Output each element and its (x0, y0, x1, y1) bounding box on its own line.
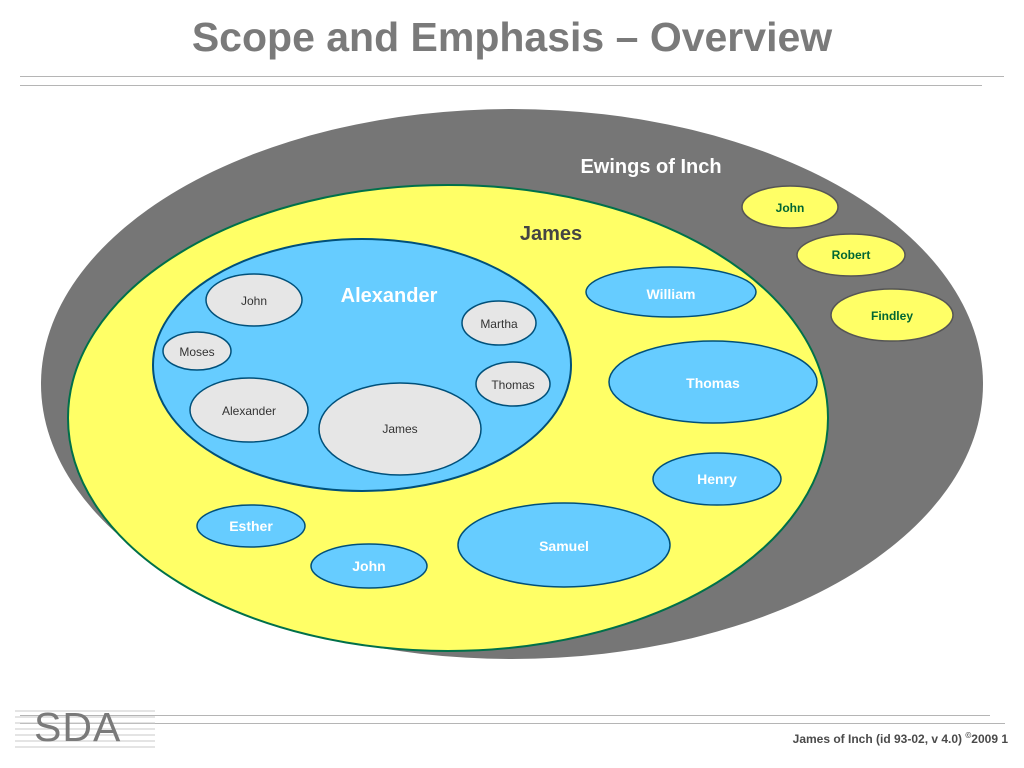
james-child-thomas[interactable]: Thomas (608, 340, 818, 424)
james-child-thomas-label: Thomas (686, 375, 740, 391)
copyright-symbol: © (965, 731, 972, 740)
outer-person-robert-label: Robert (832, 248, 871, 262)
james-child-william-label: William (647, 286, 696, 302)
james-child-samuel-label: Samuel (539, 538, 589, 554)
alexander-child-james-label: James (382, 422, 417, 436)
alexander-child-martha-label: Martha (480, 317, 518, 331)
james-child-john-label: John (352, 558, 385, 574)
page-title: Scope and Emphasis – Overview (191, 14, 833, 60)
sda-logo-lines (15, 710, 155, 748)
alexander-child-alexander[interactable]: Alexander (189, 377, 309, 443)
outer-person-findley-label: Findley (871, 309, 913, 323)
alexander-child-john[interactable]: John (205, 273, 303, 327)
footer-year-page: 2009 1 (971, 732, 1008, 746)
james-child-henry[interactable]: Henry (652, 452, 782, 506)
footer-text: James of Inch (id 93-02, v 4.0) ©2009 1 (793, 731, 1008, 746)
ewings-of-inch-label: Ewings of Inch (580, 156, 721, 178)
alexander-child-john-label: John (241, 294, 267, 308)
outer-person-findley[interactable]: Findley (830, 288, 954, 342)
outer-person-robert[interactable]: Robert (796, 233, 906, 277)
james-child-john[interactable]: John (310, 543, 428, 589)
outer-person-john[interactable]: John (741, 185, 839, 229)
alexander-child-thomas-label: Thomas (491, 378, 534, 392)
outer-person-john-label: John (776, 201, 805, 215)
alexander-child-alexander-label: Alexander (222, 404, 276, 418)
alexander-child-james[interactable]: James (318, 382, 482, 476)
james-child-henry-label: Henry (697, 471, 737, 487)
title-rule-top (20, 76, 1004, 77)
james-child-esther[interactable]: Esther (196, 504, 306, 548)
james-child-esther-label: Esther (229, 518, 273, 534)
james-child-william[interactable]: William (585, 266, 757, 318)
alexander-child-thomas[interactable]: Thomas (475, 361, 551, 407)
footer-rule-bottom (20, 723, 1005, 724)
title-rule-bottom (20, 85, 982, 86)
footer-document-id: James of Inch (id 93-02, v 4.0) (792, 732, 966, 746)
alexander-child-moses-label: Moses (179, 345, 214, 359)
alexander-child-martha[interactable]: Martha (461, 300, 537, 346)
sda-logo: SDA (34, 704, 122, 750)
james-child-samuel[interactable]: Samuel (457, 502, 671, 588)
james-label: James (520, 223, 582, 245)
footer-rule-top (20, 715, 990, 716)
alexander-child-moses[interactable]: Moses (162, 331, 232, 371)
alexander-label: Alexander (341, 285, 438, 307)
